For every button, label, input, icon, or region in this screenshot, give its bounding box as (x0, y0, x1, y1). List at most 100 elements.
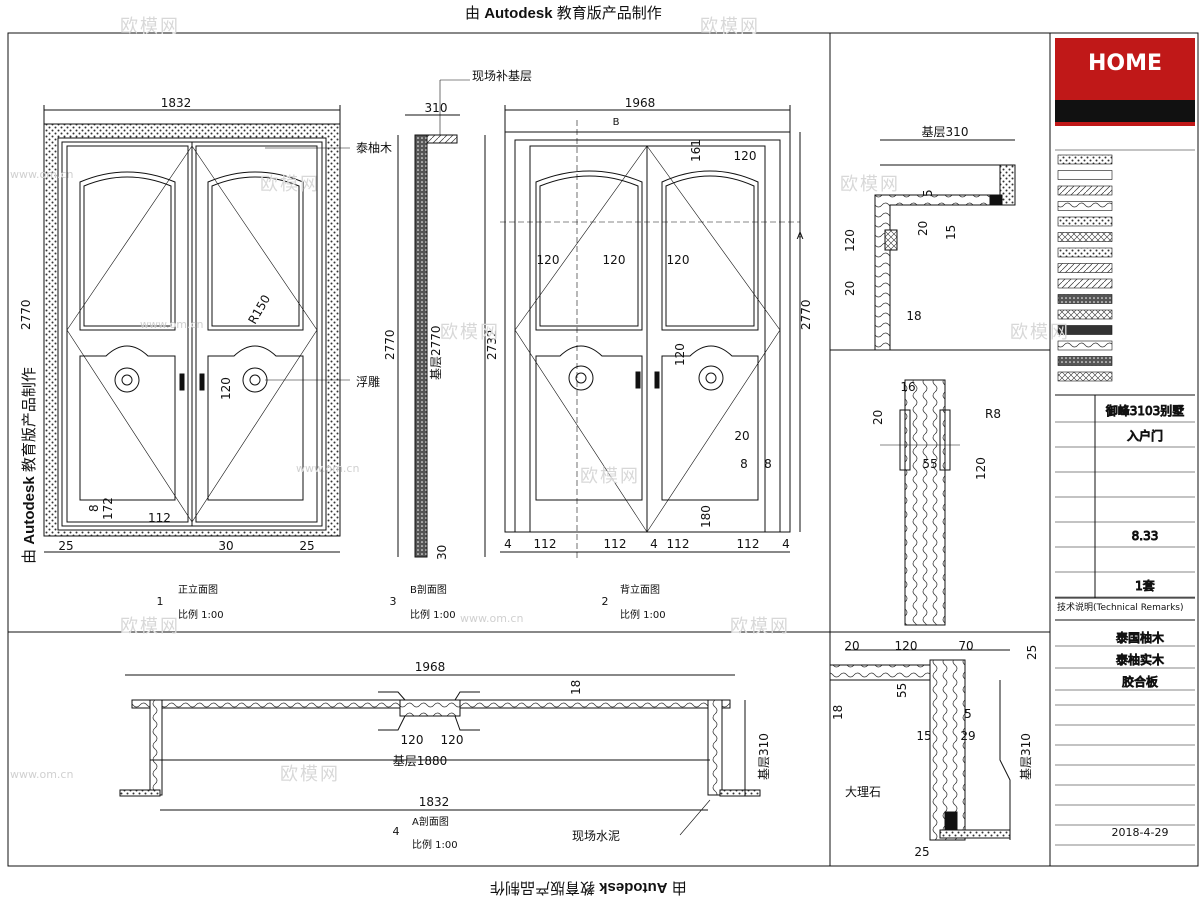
watermark: 欧模网 (440, 322, 500, 343)
edu-stamp-bottom: 由 Autodesk 教育版产品制作 (490, 878, 687, 899)
section-b (397, 79, 486, 558)
db-d29: 29 (960, 729, 975, 743)
detail-bottom (829, 649, 1011, 841)
watermark-url: www.om.cn (10, 168, 74, 181)
dm-d16: 16 (900, 380, 915, 394)
front-d120: 120 (219, 377, 233, 400)
cap1-title: 正立面图 (178, 583, 218, 596)
secb-height: 2770 (383, 329, 397, 360)
cap2-num: 2 (602, 595, 609, 608)
cap2-scale: 比例 1:00 (620, 608, 666, 621)
material-value: 泰柚实木 (1116, 652, 1164, 667)
secb-base-dim: 基层2770 (429, 325, 443, 380)
watermark: 欧模网 (260, 174, 320, 195)
material-swatch (1057, 232, 1113, 242)
watermark: 欧模网 (700, 16, 760, 37)
front-elevation (43, 105, 350, 553)
db-d25: 25 (1025, 645, 1039, 660)
back-d120r: 120 (667, 253, 690, 267)
material-swatch (1057, 309, 1113, 320)
db-d70: 70 (958, 639, 973, 653)
cap1-num: 1 (157, 595, 164, 608)
material-value: 胶合板 (1122, 674, 1158, 689)
edu-suffix: 教育版产品制作 (490, 879, 596, 896)
title-block-value: 御峰3103别墅 (1106, 403, 1185, 418)
marker-a: A (797, 231, 804, 242)
dt-d18: 18 (906, 309, 921, 323)
dt-d15: 15 (944, 225, 958, 240)
trim-label: 泰柚木 (356, 140, 392, 155)
back-d180: 180 (699, 505, 713, 528)
dm-d20: 20 (871, 410, 885, 425)
plan-overall: 1968 (415, 660, 446, 674)
cap3-num: 3 (390, 595, 397, 608)
edu-brand: Autodesk (20, 476, 38, 545)
front-d30: 30 (218, 539, 233, 553)
watermark: 欧模网 (120, 616, 180, 637)
material-swatch (1057, 216, 1113, 227)
section-a-plan (119, 674, 761, 836)
detail-middle (880, 379, 960, 626)
watermark: 欧模网 (580, 466, 640, 487)
back-d4b: 4 (650, 537, 658, 551)
dm-r8: R8 (985, 407, 1001, 421)
carving-label: 浮雕 (356, 374, 380, 389)
material-swatch (1057, 340, 1113, 351)
back-d4c: 4 (782, 537, 790, 551)
front-height-dim: 2770 (19, 299, 33, 330)
back-d4a: 4 (504, 537, 512, 551)
front-d112: 112 (148, 511, 171, 525)
watermark: 欧模网 (840, 174, 900, 195)
material-swatch (1057, 201, 1113, 211)
db-d5: 5 (964, 707, 972, 721)
material-swatch (1057, 371, 1113, 382)
back-width-dim: 1968 (625, 96, 656, 110)
secb-total: 2732 (485, 329, 499, 360)
watermark-url: www.om.cn (460, 612, 524, 625)
edu-prefix: 由 (20, 548, 38, 564)
back-d120v: 120 (673, 343, 687, 366)
edu-suffix: 教育版产品制作 (556, 5, 662, 22)
watermark: 欧模网 (120, 16, 180, 37)
cap4-num: 4 (393, 825, 400, 838)
material-swatch (1057, 185, 1113, 196)
material-swatch (1057, 356, 1113, 366)
plan-d18: 18 (569, 680, 583, 695)
db-d15: 15 (916, 729, 931, 743)
material-swatch (1057, 247, 1113, 258)
back-d112d: 112 (737, 537, 760, 551)
back-d120top: 120 (734, 149, 757, 163)
edu-suffix: 教育版产品制作 (20, 367, 38, 473)
edu-prefix: 由 (671, 879, 687, 896)
back-elevation (500, 105, 801, 560)
watermark-url: www.om.cn (10, 768, 74, 781)
edu-brand: Autodesk (599, 879, 668, 896)
back-d161: 161 (689, 139, 703, 162)
watermark: 欧模网 (280, 764, 340, 785)
secb-bottom: 30 (435, 545, 449, 560)
db-d55: 55 (895, 683, 909, 698)
dt-d20: 20 (916, 221, 930, 236)
cap1-scale: 比例 1:00 (178, 608, 224, 621)
back-d112b: 112 (604, 537, 627, 551)
db-d18: 18 (831, 705, 845, 720)
front-d25a: 25 (58, 539, 73, 553)
back-d20: 20 (734, 429, 749, 443)
secb-top-dim: 310 (425, 101, 448, 115)
edu-stamp-left: 由 Autodesk 教育版产品制作 (18, 367, 39, 564)
marker-b: B (613, 117, 620, 128)
patch-label: 现场补基层 (472, 69, 532, 83)
material-swatch (1057, 278, 1113, 289)
cap3-scale: 比例 1:00 (410, 608, 456, 621)
back-d8b: 8 (764, 457, 772, 471)
cap4-scale: 比例 1:00 (412, 838, 458, 851)
title-block-value: 1套 (1135, 579, 1155, 593)
cap2-title: 背立面图 (620, 583, 660, 596)
watermark: 欧模网 (1010, 322, 1070, 343)
db-d25b: 25 (914, 845, 929, 859)
edu-brand: Autodesk (484, 5, 553, 22)
db-d20: 20 (844, 639, 859, 653)
plan-inner: 1832 (419, 795, 450, 809)
dm-d120: 120 (974, 457, 988, 480)
